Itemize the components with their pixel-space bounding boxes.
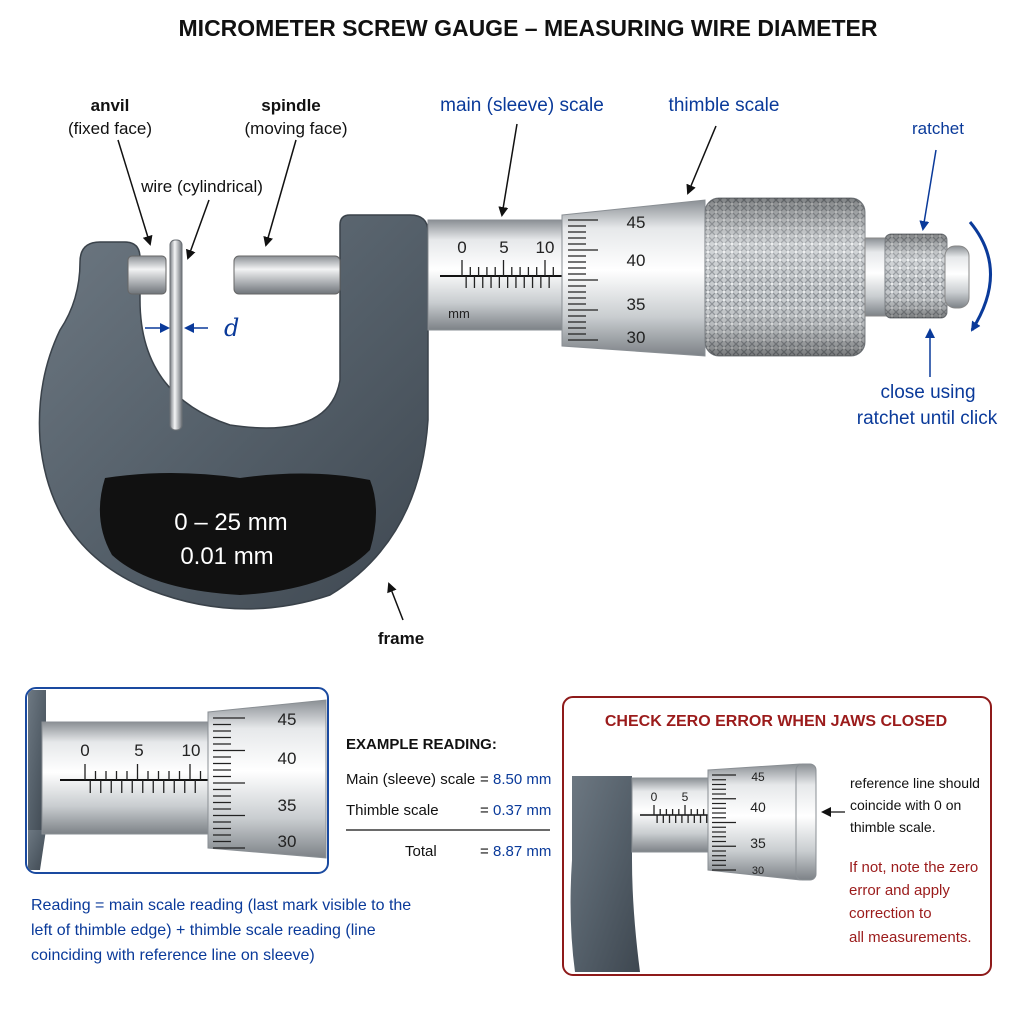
example-sleeve-tick: 10 [182,741,201,760]
sleeve-tick-label: 10 [536,238,555,257]
frame-label-plate [99,473,376,595]
resolution-label: 0.01 mm [180,543,273,570]
leader-lines [117,123,937,621]
thimble-tick-label: 40 [627,251,646,270]
zero-thimble-tick: 40 [750,799,766,815]
ratchet-note: ratchet until click [857,408,998,429]
zero-note-line: reference line should [850,775,980,791]
ratchet-label: ratchet [912,119,964,138]
example-reading-panel: 0 5 10 45 40 35 30 EXAMPLE READING: Main… [25,687,551,964]
example-row-label: Thimble scale [346,802,439,819]
example-sleeve-tick: 0 [80,741,89,760]
example-row-value: 8.87 mm [493,843,551,860]
knurled-grip-shade [705,198,865,356]
spindle [233,255,341,295]
formula-line: Reading = main scale reading (last mark … [31,897,411,914]
sleeve-tick-label: 5 [499,238,508,257]
thimble [561,199,706,357]
example-row-value: 8.50 mm [493,771,551,788]
rotation-arrow-icon [968,221,992,332]
example-row-label: Total [405,843,437,860]
zero-warn-line: If not, note the zero [849,859,978,876]
anvil-label: anvil [91,96,130,115]
zero-note-line: coincide with 0 on [850,797,961,813]
zero-warn-line: correction to [849,905,932,922]
micrometer-main: 0 – 25 mm 0.01 mm 0 5 10 mm 45 40 35 30 [38,197,992,610]
example-row-value: 0.37 mm [493,802,551,819]
unit-label: mm [448,306,470,321]
zero-note-line: thimble scale. [850,819,936,835]
ratchet-note: close using [880,382,975,403]
zero-error-panel: CHECK ZERO ERROR WHEN JAWS CLOSED 0 5 45… [562,696,992,976]
example-thimble-tick: 30 [278,832,297,851]
frame-label: frame [378,629,424,648]
zero-warn-line: error and apply [849,882,950,899]
zero-sleeve-tick: 0 [651,790,658,804]
wire-label: wire (cylindrical) [140,177,263,196]
zero-sleeve-tick: 5 [682,790,689,804]
zero-error-grip [795,763,817,881]
zero-error-heading: CHECK ZERO ERROR WHEN JAWS CLOSED [605,713,947,730]
ratchet-neck [864,237,888,317]
example-heading: EXAMPLE READING: [346,736,497,753]
page-title: MICROMETER SCREW GAUGE – MEASURING WIRE … [179,15,878,41]
spindle-label: spindle [261,96,321,115]
thimble-tick-label: 30 [627,328,646,347]
ratchet-knob-shade [885,234,947,318]
range-label: 0 – 25 mm [174,509,287,536]
example-thimble-tick: 45 [278,710,297,729]
zero-warn-line: all measurements. [849,929,972,946]
wire [169,239,183,431]
anvil-sub-label: (fixed face) [68,119,152,138]
example-thimble-tick: 35 [278,796,297,815]
zero-error-micrometer [570,763,817,972]
thimble-tick-label: 35 [627,295,646,314]
main-scale-label: main (sleeve) scale [440,95,604,116]
ratchet-cap [944,245,970,309]
example-row-eq: = [480,843,489,860]
thimble-scale-label: thimble scale [669,95,780,116]
sleeve-ticks [461,260,554,288]
example-row-label: Main (sleeve) scale [346,771,475,788]
example-thimble [207,699,327,859]
sleeve-tick-label: 0 [457,238,466,257]
thimble-ticks [568,219,598,341]
example-thimble-tick: 40 [278,749,297,768]
anvil [127,255,167,295]
thimble-tick-label: 45 [627,213,646,232]
formula-line: left of thimble edge) + thimble scale re… [31,922,376,939]
zero-thimble-tick: 30 [752,865,764,877]
diameter-label: d [224,314,239,342]
zero-thimble-tick: 35 [750,835,766,851]
zero-error-frame [570,776,640,972]
spindle-sub-label: (moving face) [245,119,348,138]
example-sleeve-tick: 5 [134,741,143,760]
example-row-eq: = [480,802,489,819]
example-row-eq: = [480,771,489,788]
zero-thimble-tick: 45 [751,770,765,784]
formula-line: coinciding with reference line on sleeve… [31,947,315,964]
